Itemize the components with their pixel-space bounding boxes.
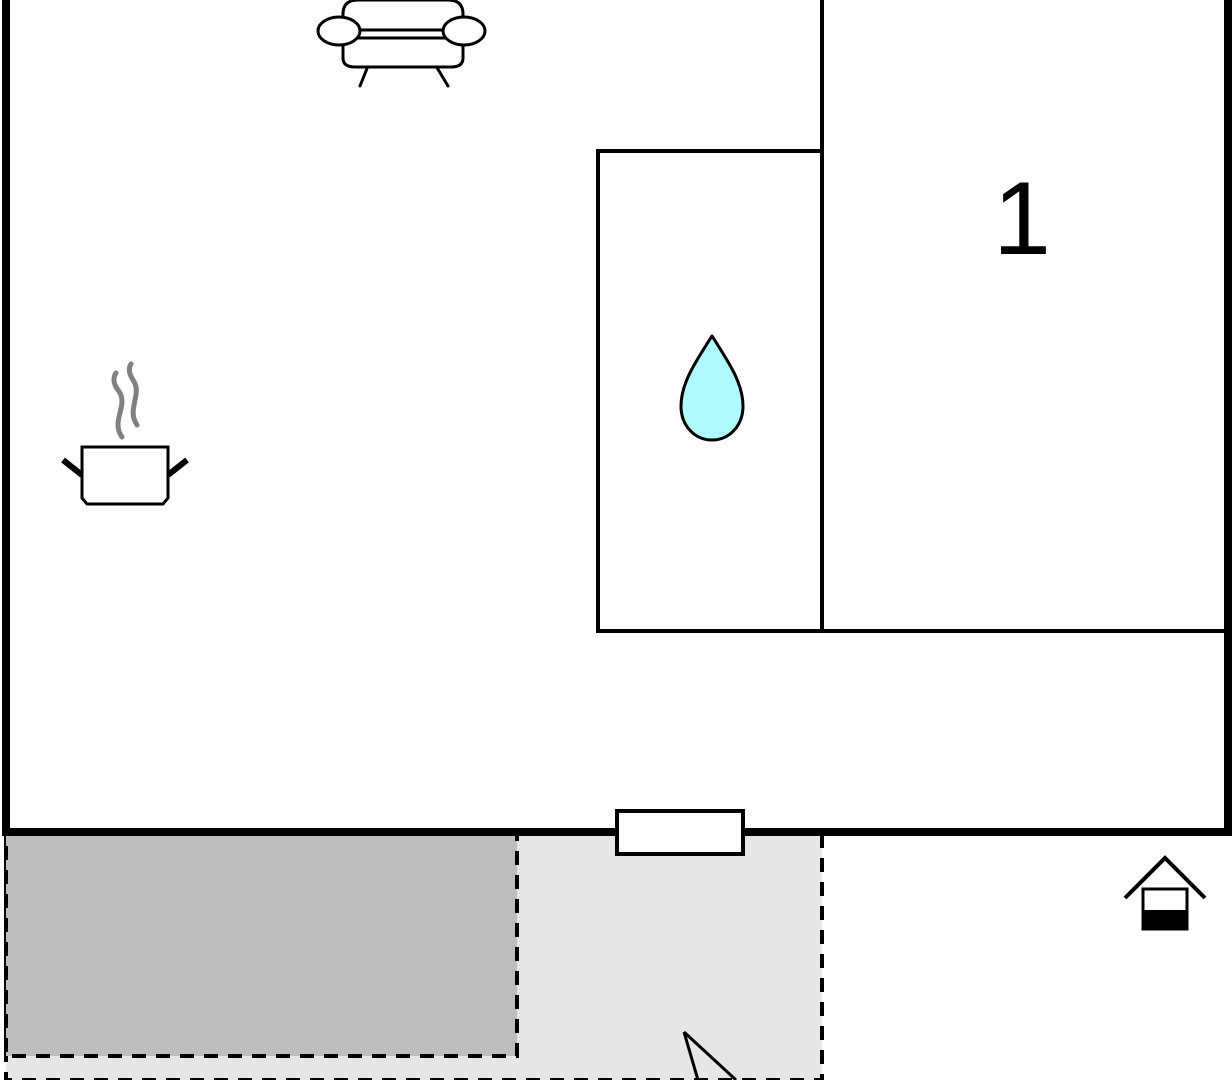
house-entrance-icon xyxy=(1123,855,1207,931)
arrow-icon xyxy=(682,1030,738,1080)
cooking-pot-icon xyxy=(61,361,189,506)
door-icon xyxy=(615,809,745,856)
covered-terrace xyxy=(4,832,519,1058)
water-drop-icon xyxy=(679,334,745,442)
room-number-label: 1 xyxy=(993,161,1051,277)
armchair-icon xyxy=(316,0,487,88)
